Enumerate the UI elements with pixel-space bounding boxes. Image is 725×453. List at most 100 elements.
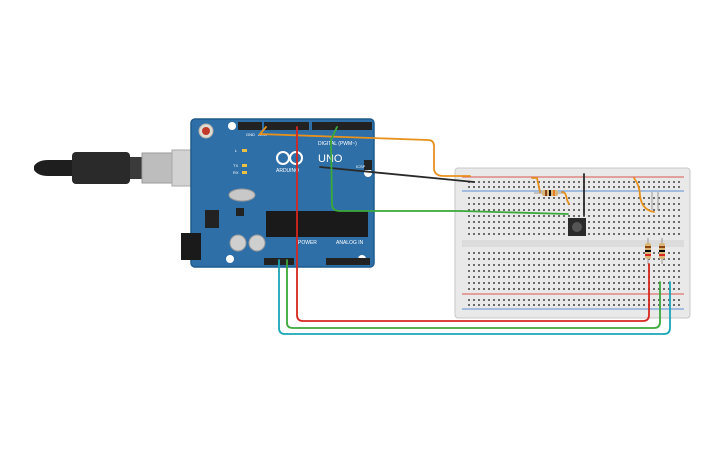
breadboard-hole[interactable] [608,209,610,211]
breadboard-hole[interactable] [563,186,565,188]
breadboard-hole[interactable] [613,282,615,284]
breadboard-hole[interactable] [498,221,500,223]
breadboard-hole[interactable] [583,288,585,290]
breadboard-hole[interactable] [563,209,565,211]
breadboard-hole[interactable] [668,282,670,284]
breadboard-hole[interactable] [503,299,505,301]
breadboard-hole[interactable] [618,181,620,183]
breadboard-hole[interactable] [558,282,560,284]
breadboard-hole[interactable] [583,258,585,260]
breadboard-hole[interactable] [513,203,515,205]
breadboard-hole[interactable] [578,282,580,284]
breadboard-hole[interactable] [568,258,570,260]
breadboard-hole[interactable] [468,304,470,306]
breadboard-hole[interactable] [628,197,630,199]
breadboard-hole[interactable] [543,203,545,205]
breadboard-hole[interactable] [648,181,650,183]
breadboard-hole[interactable] [528,264,530,266]
breadboard-hole[interactable] [653,304,655,306]
breadboard-hole[interactable] [598,209,600,211]
breadboard-hole[interactable] [618,186,620,188]
breadboard-hole[interactable] [608,264,610,266]
breadboard-hole[interactable] [498,203,500,205]
breadboard-hole[interactable] [483,264,485,266]
breadboard-hole[interactable] [548,276,550,278]
breadboard-hole[interactable] [623,304,625,306]
breadboard-hole[interactable] [473,288,475,290]
breadboard-hole[interactable] [528,304,530,306]
breadboard-hole[interactable] [563,215,565,217]
breadboard-hole[interactable] [623,299,625,301]
breadboard-hole[interactable] [623,186,625,188]
breadboard-hole[interactable] [508,282,510,284]
breadboard-hole[interactable] [608,299,610,301]
breadboard-hole[interactable] [633,270,635,272]
breadboard-hole[interactable] [493,304,495,306]
breadboard-hole[interactable] [523,197,525,199]
breadboard-hole[interactable] [638,215,640,217]
breadboard-hole[interactable] [528,227,530,229]
breadboard-hole[interactable] [508,221,510,223]
breadboard-hole[interactable] [623,203,625,205]
breadboard-hole[interactable] [468,215,470,217]
breadboard-hole[interactable] [578,299,580,301]
breadboard-hole[interactable] [653,181,655,183]
breadboard-hole[interactable] [588,203,590,205]
breadboard-hole[interactable] [518,181,520,183]
breadboard-hole[interactable] [608,288,610,290]
breadboard-hole[interactable] [503,276,505,278]
breadboard-hole[interactable] [603,221,605,223]
breadboard-hole[interactable] [523,264,525,266]
breadboard-hole[interactable] [653,197,655,199]
breadboard-hole[interactable] [553,276,555,278]
breadboard-hole[interactable] [468,252,470,254]
breadboard-hole[interactable] [648,227,650,229]
breadboard-hole[interactable] [513,233,515,235]
breadboard-hole[interactable] [623,209,625,211]
breadboard-hole[interactable] [563,258,565,260]
breadboard-hole[interactable] [518,288,520,290]
breadboard-hole[interactable] [578,304,580,306]
breadboard-hole[interactable] [523,252,525,254]
breadboard-hole[interactable] [493,209,495,211]
breadboard-hole[interactable] [678,258,680,260]
breadboard-hole[interactable] [618,282,620,284]
breadboard-hole[interactable] [558,209,560,211]
breadboard-hole[interactable] [663,197,665,199]
breadboard-hole[interactable] [523,203,525,205]
breadboard-hole[interactable] [598,304,600,306]
breadboard-hole[interactable] [493,282,495,284]
breadboard-hole[interactable] [648,203,650,205]
resistor-icon[interactable] [645,238,651,264]
breadboard-hole[interactable] [558,270,560,272]
breadboard-hole[interactable] [498,299,500,301]
breadboard-hole[interactable] [643,186,645,188]
breadboard-hole[interactable] [633,252,635,254]
breadboard-hole[interactable] [543,258,545,260]
breadboard-hole[interactable] [493,186,495,188]
breadboard-hole[interactable] [528,221,530,223]
breadboard-hole[interactable] [533,276,535,278]
breadboard-hole[interactable] [503,304,505,306]
breadboard-hole[interactable] [663,299,665,301]
breadboard-hole[interactable] [618,276,620,278]
breadboard-hole[interactable] [553,197,555,199]
breadboard-hole[interactable] [593,221,595,223]
breadboard-hole[interactable] [563,233,565,235]
breadboard-hole[interactable] [588,233,590,235]
breadboard-hole[interactable] [663,227,665,229]
breadboard-hole[interactable] [558,252,560,254]
breadboard-hole[interactable] [543,181,545,183]
breadboard-hole[interactable] [573,282,575,284]
breadboard-hole[interactable] [513,270,515,272]
breadboard-hole[interactable] [573,299,575,301]
breadboard-hole[interactable] [583,270,585,272]
breadboard-hole[interactable] [548,181,550,183]
breadboard-hole[interactable] [498,252,500,254]
breadboard-hole[interactable] [608,276,610,278]
breadboard-hole[interactable] [668,197,670,199]
breadboard-hole[interactable] [548,304,550,306]
breadboard-hole[interactable] [478,215,480,217]
breadboard-hole[interactable] [568,181,570,183]
breadboard-hole[interactable] [498,270,500,272]
